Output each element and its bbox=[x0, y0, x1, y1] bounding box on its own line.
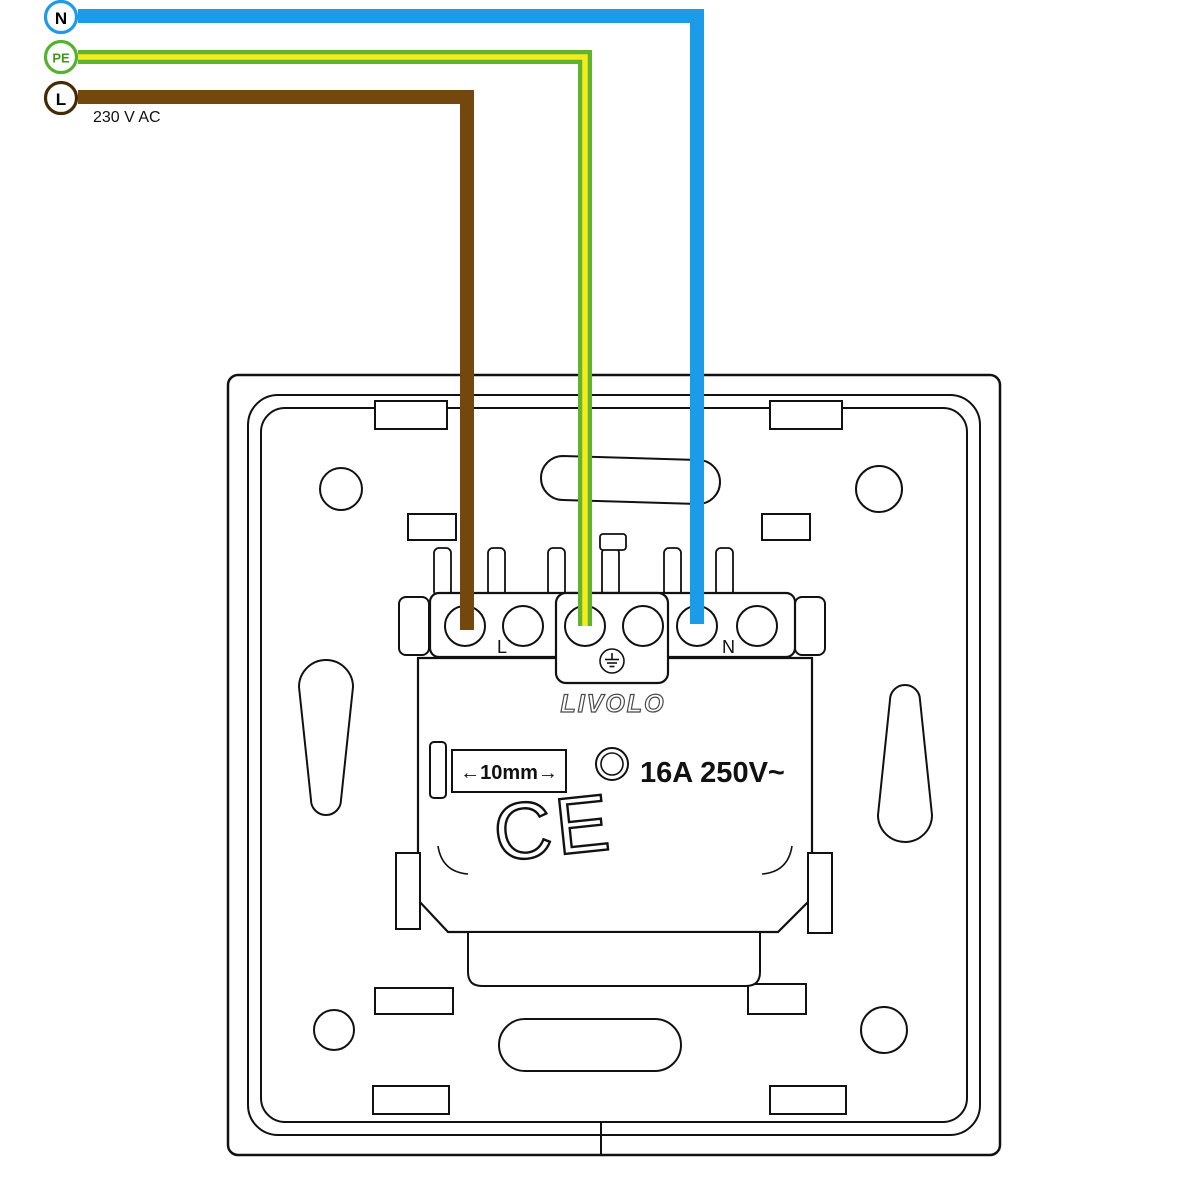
terminal-screw bbox=[736, 605, 778, 647]
module-side-tab-right bbox=[807, 852, 833, 934]
mounting-hole-top-left bbox=[319, 467, 363, 511]
wire-clamp bbox=[547, 547, 566, 597]
frame-inner-edge bbox=[247, 394, 981, 1136]
mounting-plate bbox=[297, 400, 934, 1115]
wire-clamp bbox=[433, 547, 452, 597]
plate-slot-top-left bbox=[407, 513, 457, 541]
wires bbox=[78, 9, 704, 630]
terminal-screw bbox=[502, 605, 544, 647]
mounting-tab-bottom-left bbox=[372, 1085, 450, 1115]
wire-earth-green bbox=[78, 50, 592, 626]
strip-gauge-label: ←10mm→ bbox=[460, 762, 558, 784]
screw-outer bbox=[595, 747, 629, 781]
mounting-hole-top-right bbox=[855, 465, 903, 513]
wire-earth-yellow-stripe bbox=[78, 54, 588, 626]
screw-inner bbox=[600, 752, 624, 776]
wire-neutral bbox=[78, 9, 704, 624]
legend-label-live: L bbox=[56, 90, 66, 109]
strip-gauge-box bbox=[451, 749, 567, 793]
legend-ring-neutral bbox=[43, 0, 79, 35]
legend-label-earth: PE bbox=[52, 51, 70, 66]
brand-logo: LIVOLO bbox=[560, 690, 665, 718]
plate-slot-bottom-left bbox=[374, 987, 454, 1015]
wire-clamps bbox=[433, 533, 734, 597]
module-corner-curve-left bbox=[437, 845, 469, 875]
strip-gauge-notch bbox=[429, 741, 447, 799]
earth-symbol-icon bbox=[599, 648, 625, 674]
terminal-label-n: N bbox=[722, 637, 735, 657]
socket-frame bbox=[226, 373, 1002, 1157]
legend-label-neutral: N bbox=[55, 9, 67, 28]
wire-clamp bbox=[663, 547, 682, 597]
terminal-wing-right bbox=[794, 596, 826, 656]
plate-edge bbox=[260, 407, 968, 1123]
wire-clamp-center-tab bbox=[599, 533, 627, 551]
wire-live bbox=[78, 90, 474, 630]
earth-symbol-ring bbox=[599, 648, 625, 674]
terminal-label-l: L bbox=[497, 637, 507, 657]
terminal-screw bbox=[622, 605, 664, 647]
mounting-tab-top-right bbox=[769, 400, 843, 430]
wire-legend: N PE L 230 V AC bbox=[43, 0, 161, 126]
mounting-hole-bottom-left bbox=[313, 1009, 355, 1051]
keyhole-slot-right bbox=[876, 684, 934, 843]
plate-slot-top-right bbox=[761, 513, 811, 541]
voltage-note: 230 V AC bbox=[93, 109, 161, 126]
module-bottom-tab bbox=[467, 931, 761, 987]
keyhole-slot-left bbox=[297, 659, 355, 816]
plate-slot-bottom-right bbox=[747, 983, 807, 1015]
adjustment-slot-bottom bbox=[498, 1018, 682, 1072]
ce-mark: CE bbox=[489, 777, 617, 878]
frame-outer-edge bbox=[226, 373, 1002, 1157]
wire-clamp bbox=[601, 547, 620, 597]
wire-clamp bbox=[715, 547, 734, 597]
legend-ring-live bbox=[43, 80, 79, 116]
rating-label: 16A 250V~ bbox=[640, 757, 785, 789]
mounting-tab-bottom-right bbox=[769, 1085, 847, 1115]
legend-ring-earth bbox=[43, 39, 79, 75]
screw-icon bbox=[595, 747, 629, 781]
wire-clamp bbox=[487, 547, 506, 597]
strip-gauge: ←10mm→ bbox=[429, 741, 567, 799]
terminal-wing-left bbox=[398, 596, 430, 656]
mounting-tab-top-left bbox=[374, 400, 448, 430]
mounting-hole-bottom-right bbox=[860, 1006, 908, 1054]
module-side-tab-left bbox=[395, 852, 421, 930]
module-corner-curve-right bbox=[761, 845, 793, 875]
